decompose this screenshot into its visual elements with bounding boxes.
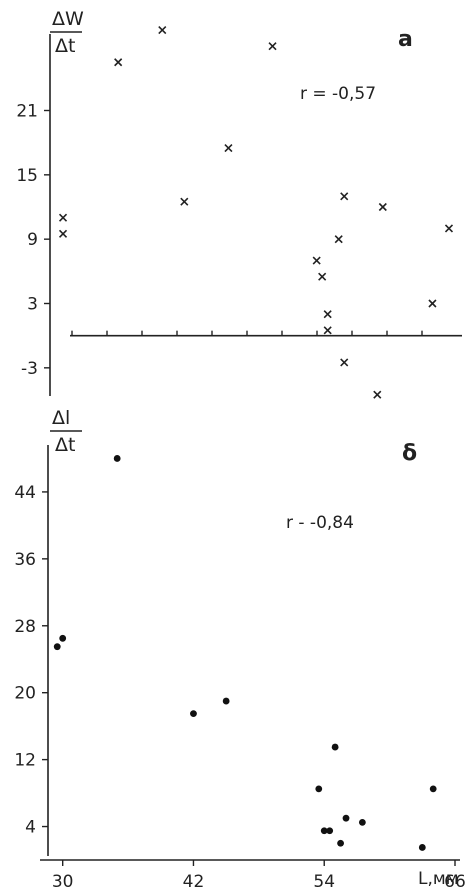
panel-a-point-2-stroke-b bbox=[114, 58, 123, 67]
panel-b-ytick-label-3: 20 bbox=[14, 684, 36, 704]
panel-a-point-0 bbox=[58, 213, 68, 222]
panel-b-point-2 bbox=[113, 455, 121, 462]
panel-b-point-10 bbox=[342, 814, 350, 822]
panel-a-point-9-stroke-b bbox=[323, 310, 332, 319]
panel-a-point-4 bbox=[180, 197, 189, 206]
panel-b-point-6 bbox=[320, 827, 328, 835]
panel-b: Δl Δt δ r - -0,84 L,мм 44 36 28 20 12 4 30 42 54… bbox=[14, 407, 465, 891]
panel-a-point-13-stroke-b bbox=[340, 358, 349, 367]
panel-a-point-15-stroke-b bbox=[378, 202, 387, 212]
panel-a-point-3 bbox=[158, 26, 167, 35]
panel-a-letter: a bbox=[398, 27, 413, 52]
panel-b-ytick-label-1: 36 bbox=[14, 550, 36, 570]
panel-a-point-6 bbox=[268, 42, 277, 51]
panel-a-point-14 bbox=[373, 390, 382, 399]
panel-b-correlation: r - -0,84 bbox=[286, 513, 354, 533]
panel-b-xtick-label-3: 66 bbox=[444, 872, 466, 891]
panel-b-ytick-label-5: 4 bbox=[25, 818, 36, 838]
panel-b-axes: 44 36 28 20 12 4 30 42 54 66 bbox=[14, 445, 466, 891]
panel-a-points bbox=[58, 26, 454, 399]
panel-b-point-11 bbox=[358, 818, 366, 826]
panel-a: ΔW Δt a r = -0,57 21 15 9 3 -3 bbox=[16, 8, 462, 399]
panel-a-point-8 bbox=[318, 272, 327, 281]
panel-a-point-0-stroke-b bbox=[58, 213, 68, 222]
panel-a-point-1 bbox=[58, 229, 68, 238]
panel-a-point-7 bbox=[312, 256, 321, 265]
panel-a-point-7-stroke-b bbox=[312, 256, 321, 265]
panel-b-xtick-label-0: 30 bbox=[52, 872, 74, 891]
panel-a-ylabel-numerator: ΔW bbox=[52, 8, 84, 30]
panel-a-point-15 bbox=[378, 202, 387, 212]
panel-a-point-16-stroke-b bbox=[428, 299, 437, 308]
panel-a-point-10-stroke-b bbox=[323, 326, 332, 335]
panel-a-point-11 bbox=[334, 235, 343, 244]
panel-a-point-5 bbox=[224, 143, 233, 153]
panel-a-point-16 bbox=[428, 299, 437, 308]
panel-a-correlation: r = -0,57 bbox=[300, 84, 376, 104]
panel-b-point-1 bbox=[59, 634, 67, 642]
panel-b-letter: δ bbox=[402, 441, 417, 466]
panel-a-ytick-label-2: 9 bbox=[27, 230, 38, 250]
panel-a-ytick-label-0: 21 bbox=[16, 102, 38, 122]
panel-a-point-17-stroke-b bbox=[444, 224, 454, 233]
panel-b-point-0 bbox=[53, 643, 61, 651]
panel-b-point-9 bbox=[337, 839, 344, 847]
panel-b-ytick-label-4: 12 bbox=[14, 751, 36, 771]
panel-b-xtick-label-2: 54 bbox=[313, 872, 335, 891]
panel-b-ylabel-numerator: Δl bbox=[52, 407, 70, 429]
panel-b-xlabel: L,мм bbox=[418, 869, 459, 889]
panel-a-point-14-stroke-b bbox=[373, 390, 382, 399]
panel-a-point-3-stroke-b bbox=[158, 26, 167, 35]
panel-a-point-10 bbox=[323, 326, 332, 335]
panel-a-point-4-stroke-b bbox=[180, 197, 189, 206]
panel-a-point-8-stroke-b bbox=[318, 272, 327, 281]
panel-b-ylabel-denominator: Δt bbox=[55, 434, 75, 456]
panel-a-point-1-stroke-b bbox=[58, 229, 68, 238]
panel-b-ytick-label-0: 44 bbox=[14, 483, 36, 503]
panel-b-points bbox=[53, 455, 437, 851]
panel-a-point-9 bbox=[323, 310, 332, 319]
panel-a-ylabel-denominator: Δt bbox=[55, 35, 75, 57]
panel-b-xtick-label-1: 42 bbox=[183, 872, 205, 891]
panel-a-point-6-stroke-b bbox=[268, 42, 277, 51]
panel-a-point-12 bbox=[340, 192, 349, 201]
panel-a-axes: 21 15 9 3 -3 bbox=[16, 34, 462, 396]
panel-a-point-2 bbox=[114, 58, 123, 67]
panel-b-ytick-label-2: 28 bbox=[14, 617, 36, 637]
panel-a-point-13 bbox=[340, 358, 349, 367]
panel-b-point-4 bbox=[222, 697, 230, 705]
panel-a-ytick-label-3: 3 bbox=[27, 295, 38, 315]
panel-a-ytick-label-4: -3 bbox=[21, 359, 38, 379]
panel-a-point-17 bbox=[444, 224, 454, 233]
panel-a-ytick-label-1: 15 bbox=[16, 166, 38, 186]
panel-a-point-11-stroke-b bbox=[334, 235, 343, 244]
panel-b-point-12 bbox=[418, 844, 426, 851]
panel-b-point-3 bbox=[190, 710, 197, 718]
panel-a-point-5-stroke-b bbox=[224, 143, 233, 153]
panel-b-point-8 bbox=[331, 743, 339, 751]
panel-a-point-12-stroke-b bbox=[340, 192, 349, 201]
panel-b-point-7 bbox=[326, 827, 334, 835]
panel-b-point-5 bbox=[315, 785, 323, 793]
panel-b-point-13 bbox=[429, 785, 437, 793]
